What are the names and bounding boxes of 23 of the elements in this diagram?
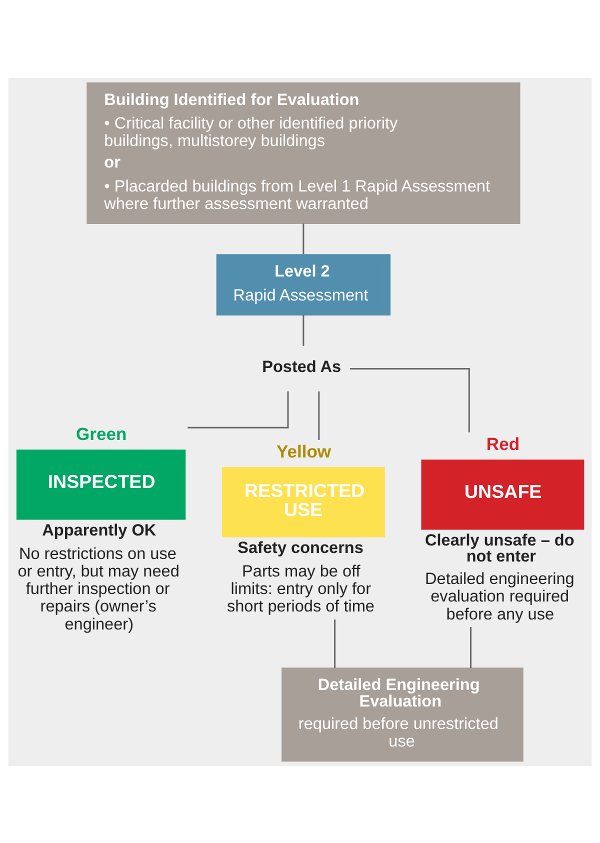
node-label: Red xyxy=(486,433,520,454)
node-text: Posted As xyxy=(262,357,342,376)
node-box: RESTRICTED USE xyxy=(222,466,385,537)
node-label: Detailed engineering evaluation required before any use xyxy=(425,570,574,623)
node-box: Level 2 Rapid Assessment xyxy=(216,254,391,315)
node-label: Safety concerns xyxy=(238,538,364,556)
connector xyxy=(334,619,336,668)
node-box: Detailed Engineering Evaluation required before unrestricted use xyxy=(282,667,524,762)
node-box: UNSAFE xyxy=(421,459,584,530)
node-label: Clearly unsafe – do not enter xyxy=(425,530,574,566)
connector xyxy=(318,390,320,440)
node-label: Parts may be off limits: entry only for short periods of time xyxy=(227,562,375,616)
node-box: INSPECTED xyxy=(16,449,186,520)
node-label: No restrictions on use or entry, but may need further inspection or repairs (owner’s engineer) xyxy=(18,544,180,633)
connector xyxy=(350,367,470,432)
node-box: Building Identified for Evaluation • Critical facility or other identified priority buildings, multistorey buildings or • Placarded buildings from Level 1 Rapid Assessment where further assessment warranted xyxy=(86,82,520,224)
node-label: Green xyxy=(76,423,127,444)
connector xyxy=(470,626,472,668)
connector xyxy=(302,314,304,346)
connector xyxy=(188,390,289,428)
node-label: Yellow xyxy=(276,440,332,461)
node-label: Apparently OK xyxy=(42,520,156,539)
connector xyxy=(302,223,304,254)
